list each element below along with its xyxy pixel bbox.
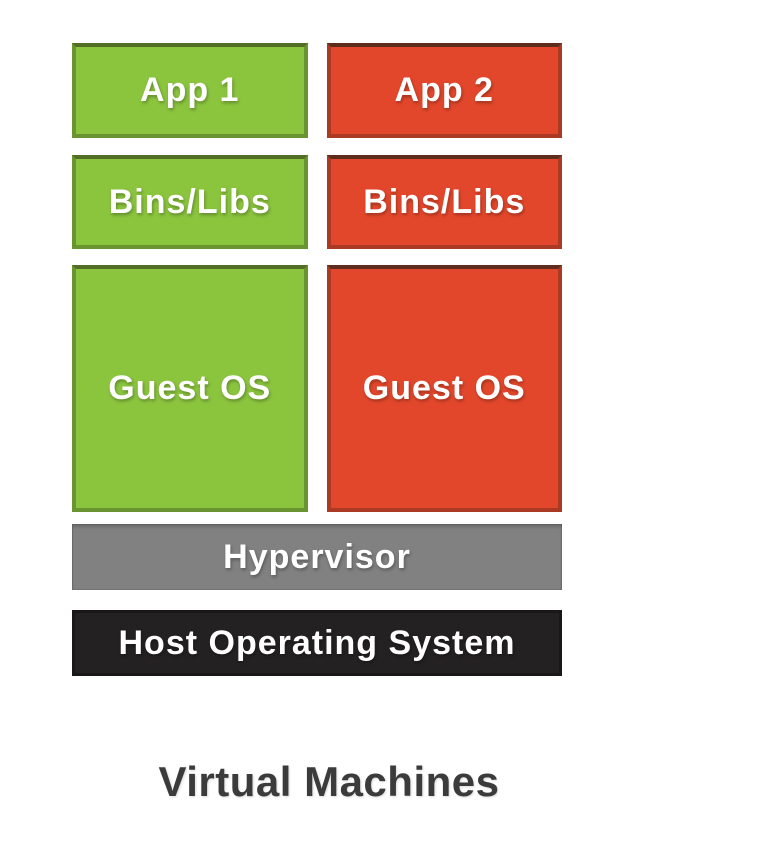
vm2-app-block: App 2	[326, 43, 562, 138]
diagram-title: Virtual Machines	[158, 758, 500, 805]
vm2-guest-os-block: Guest OS	[326, 265, 562, 512]
vm1-guest-os-label: Guest OS	[108, 369, 272, 407]
vm1-app-label: App 1	[140, 71, 240, 109]
host-os-bar: Host Operating System	[72, 610, 562, 676]
hypervisor-bar: Hypervisor	[72, 524, 562, 590]
vm1-guest-os-block: Guest OS	[72, 265, 308, 512]
vm1-bins-libs-label: Bins/Libs	[108, 182, 271, 221]
host-os-label: Host Operating System	[118, 623, 516, 662]
vm-columns: App 1 Bins/Libs Guest OS App 2 Bins/Libs…	[72, 43, 562, 512]
vm1-column: App 1 Bins/Libs Guest OS	[72, 43, 308, 512]
vm2-bins-libs-label: Bins/Libs	[363, 182, 526, 221]
vm2-bins-libs-block: Bins/Libs	[326, 155, 562, 249]
vm1-app-block: App 1	[72, 43, 308, 138]
vm2-guest-os-label: Guest OS	[362, 369, 526, 407]
vm1-bins-libs-block: Bins/Libs	[72, 155, 308, 249]
vm2-app-label: App 2	[394, 71, 494, 109]
vm-architecture-diagram: App 1 Bins/Libs Guest OS App 2 Bins/Libs…	[72, 43, 562, 806]
vm2-column: App 2 Bins/Libs Guest OS	[326, 43, 562, 512]
hypervisor-label: Hypervisor	[223, 537, 411, 576]
